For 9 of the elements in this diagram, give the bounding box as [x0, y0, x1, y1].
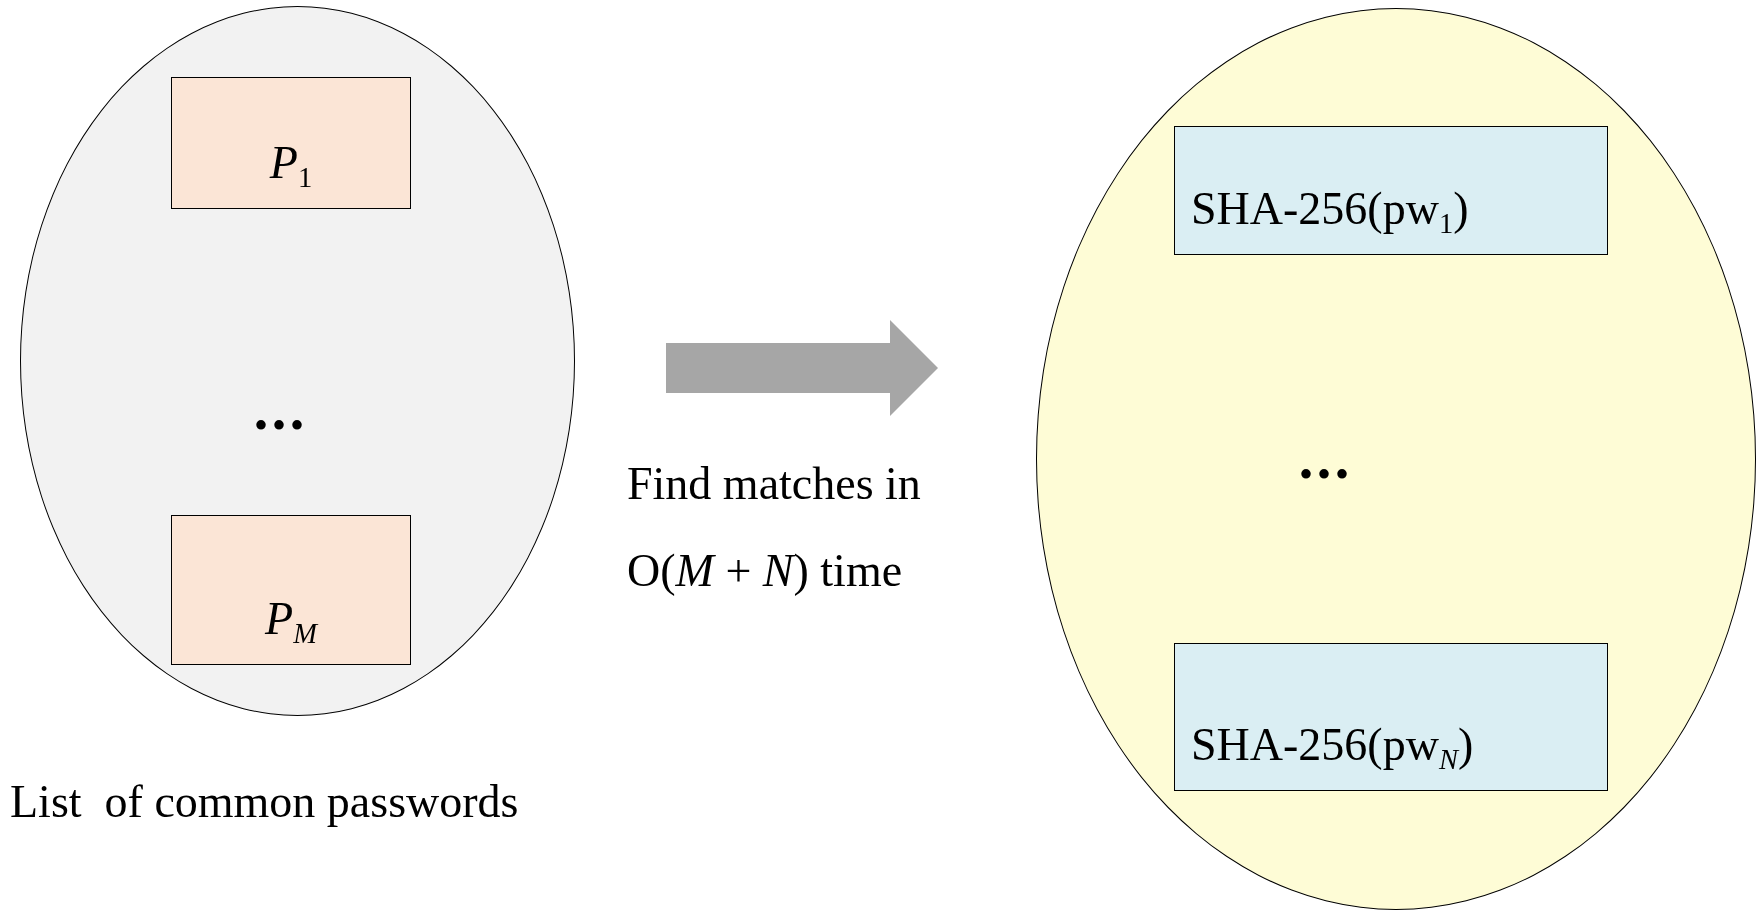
password-box: P$_{1}$: [171, 77, 411, 209]
password-box: P$_{M}$: [171, 515, 411, 665]
hash-box: SHA-256(pw$_{1}$): [1174, 126, 1608, 255]
hash-box: SHA-256(pw$_{N}$): [1174, 643, 1608, 791]
block-arrow: [666, 320, 938, 416]
ellipsis: •••: [1299, 450, 1353, 498]
ellipsis: •••: [254, 401, 308, 449]
list-caption: List of common passwords: [10, 775, 519, 828]
edge-label: Find matches in O(M + N) time: [627, 457, 922, 598]
